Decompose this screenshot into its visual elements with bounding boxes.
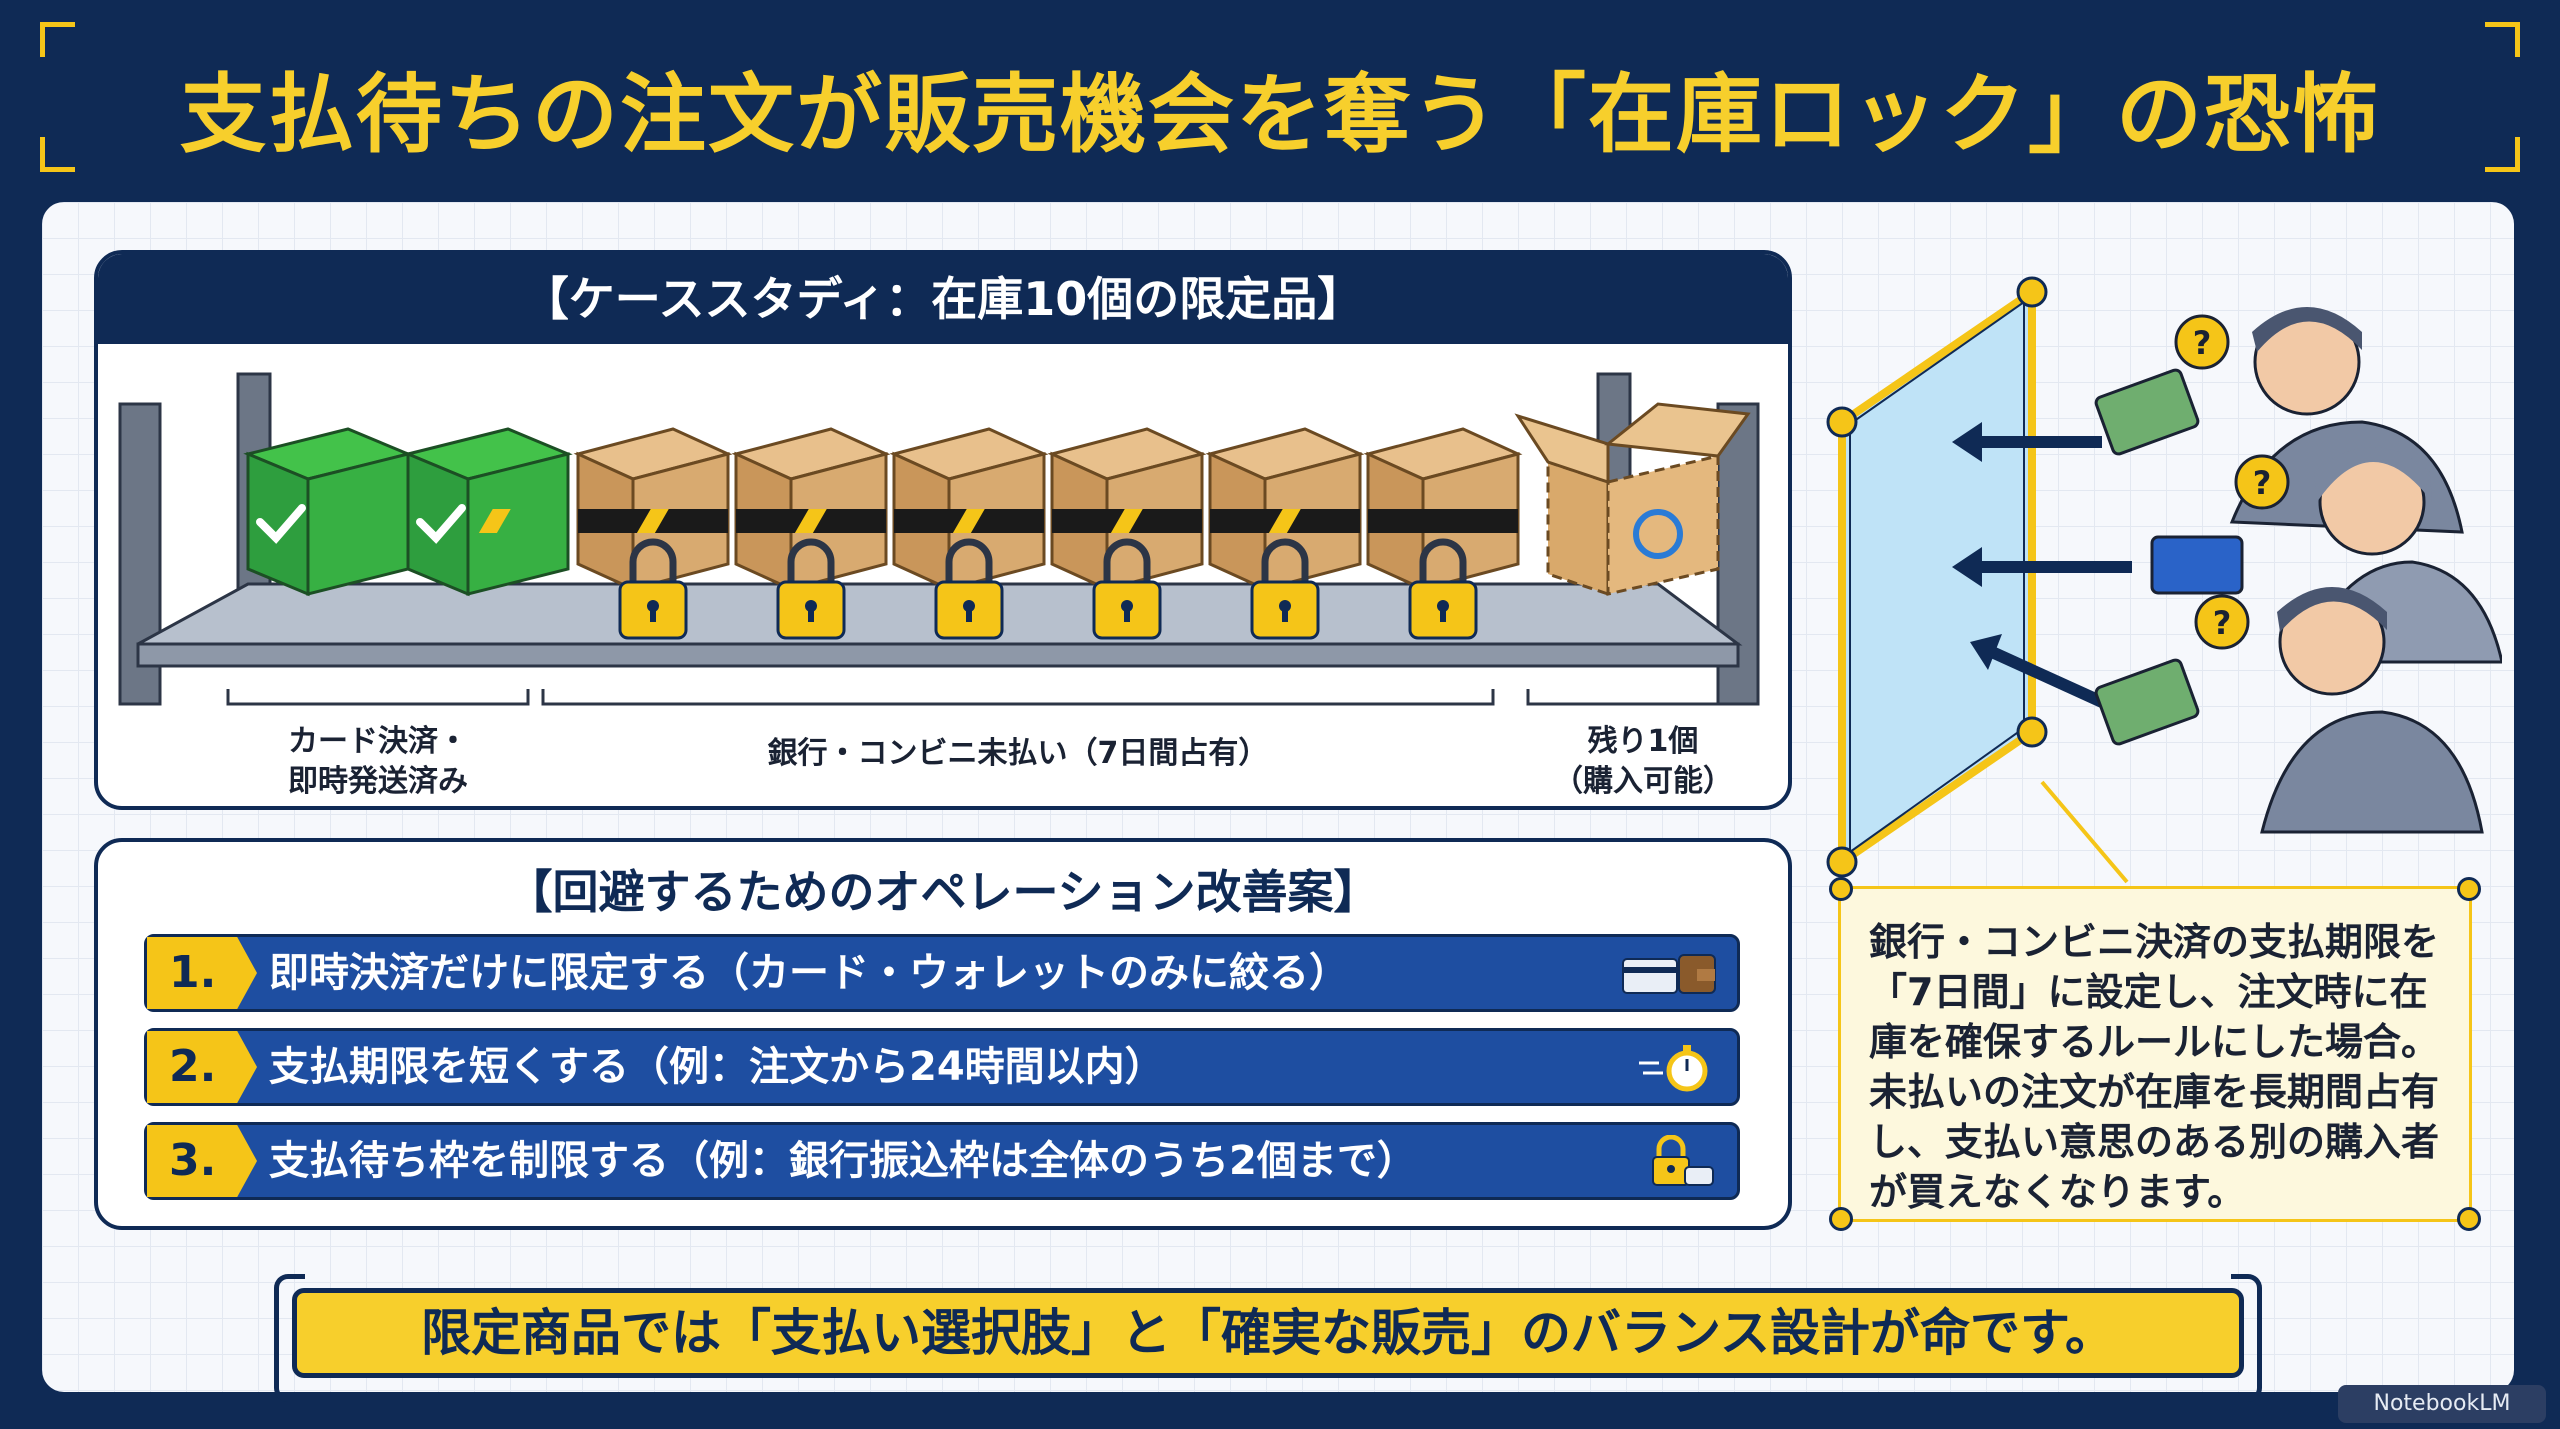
note-corner: [2457, 1207, 2481, 1231]
page-title: 支払待ちの注文が販売機会を奪う「在庫ロック」の恐怖: [180, 65, 2380, 165]
label-paid: カード決済・ 即時発送済み: [228, 722, 528, 802]
operation-item-1: 1. 即時決済だけに限定する（カード・ウォレットのみに絞る）: [144, 934, 1740, 1012]
glass-barrier: [1826, 276, 2048, 878]
blocked-arrows: [1952, 422, 2132, 708]
inventory-shelf-illustration: [118, 372, 1760, 706]
svg-text:?: ?: [2213, 604, 2232, 642]
box-available: [1514, 402, 1751, 597]
label-paid-line2: 即時発送済み: [288, 764, 468, 799]
operation-number: 1.: [147, 937, 257, 1009]
label-remaining-line1: 残り1個: [1587, 724, 1699, 759]
operation-text: 支払期限を短くする（例：注文から24時間以内）: [269, 1044, 1165, 1090]
box-locked: [1110, 427, 1365, 640]
label-locked: 銀行・コンビニ未払い（7日間占有）: [767, 736, 1269, 771]
case-study-card: 【ケーススタディ：在庫10個の限定品】: [94, 250, 1792, 810]
lock-icon: [1652, 1135, 1714, 1186]
note-text: 銀行・コンビニ決済の支払期限を「7日間」に設定し、注文時に在庫を確保するルールに…: [1869, 920, 2440, 1214]
svg-text:?: ?: [2193, 324, 2212, 362]
group-brackets: [226, 689, 1760, 706]
operation-text: 即時決済だけに限定する（カード・ウォレットのみに絞る）: [269, 950, 1349, 996]
box-locked: [1268, 427, 1523, 640]
operation-item-3: 3. 支払待ち枠を制限する（例：銀行振込枠は全体のうち2個まで）: [144, 1122, 1740, 1200]
buyer-3: ?: [2094, 587, 2484, 834]
title-frame: 支払待ちの注文が販売機会を奪う「在庫ロック」の恐怖: [40, 22, 2520, 172]
label-remaining-line2: （購入可能）: [1553, 764, 1733, 799]
note-corner: [1829, 877, 1853, 901]
svg-text:?: ?: [2253, 464, 2272, 502]
operation-number: 2.: [147, 1031, 257, 1103]
box-locked: [478, 427, 733, 640]
note-corner: [1829, 1207, 1853, 1231]
notebooklm-badge: NotebookLM: [2338, 1385, 2546, 1423]
box-locked: [794, 427, 1049, 640]
frame-corner: [2485, 137, 2520, 172]
box-paid: [403, 427, 573, 597]
label-paid-line1: カード決済・: [288, 724, 468, 759]
conclusion-banner: 限定商品では「支払い選択肢」と「確実な販売」のバランス設計が命です。: [274, 1274, 2262, 1402]
box-paid: [243, 427, 413, 597]
content-panel: 【ケーススタディ：在庫10個の限定品】: [42, 202, 2514, 1402]
label-remaining: 残り1個 （購入可能）: [1528, 722, 1758, 802]
explanation-note: 銀行・コンビニ決済の支払期限を「7日間」に設定し、注文時に在庫を確保するルールに…: [1829, 877, 2481, 1231]
bracket-left: [274, 1274, 305, 1402]
frame-corner: [40, 137, 75, 172]
operation-number: 3.: [147, 1125, 257, 1197]
operation-text: 支払待ち枠を制限する（例：銀行振込枠は全体のうち2個まで）: [269, 1138, 1417, 1184]
callout-line: [2040, 780, 2129, 884]
note-corner: [2457, 877, 2481, 901]
operations-heading: 【回避するためのオペレーション改善案】: [506, 865, 1380, 919]
conclusion-text: 限定商品では「支払い選択肢」と「確実な販売」のバランス設計が命です。: [292, 1288, 2244, 1378]
operation-item-2: 2. 支払期限を短くする（例：注文から24時間以内）: [144, 1028, 1740, 1106]
card-wallet-icon: [1622, 954, 1716, 994]
blocked-buyers-illustration: ? ? ?: [1826, 276, 2502, 884]
frame-corner: [2485, 22, 2520, 57]
case-study-heading: 【ケーススタディ：在庫10個の限定品】: [98, 254, 1788, 344]
frame-corner: [40, 22, 75, 57]
bracket-right: [2231, 1274, 2262, 1402]
stopwatch-icon: [1639, 1045, 1708, 1092]
operations-card: 【回避するためのオペレーション改善案】 1. 即時決済だけに限定する（カード・ウ…: [94, 838, 1792, 1230]
